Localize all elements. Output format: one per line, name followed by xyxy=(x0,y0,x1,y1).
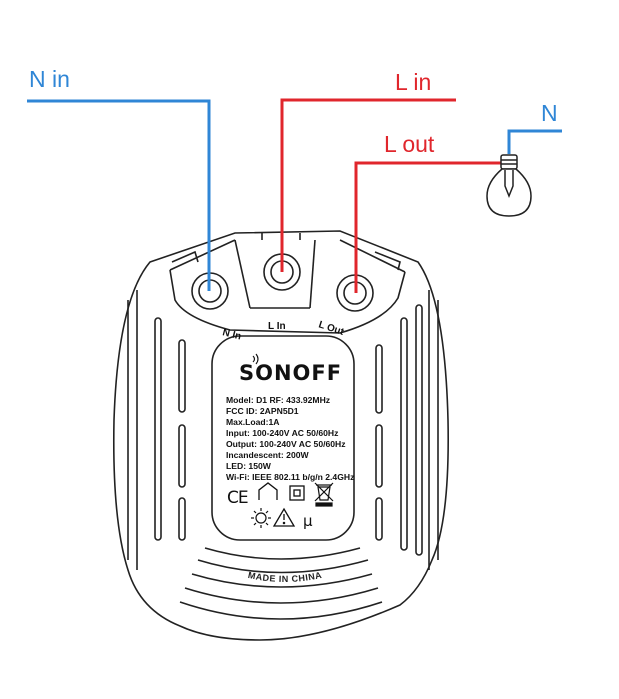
right-vents xyxy=(375,290,439,570)
spec-line-6: LED: 150W xyxy=(226,461,272,471)
light-bulb-icon xyxy=(486,154,532,217)
wifi-icon xyxy=(252,353,259,365)
brand-logo: SONOFF xyxy=(239,361,342,385)
warning-icon xyxy=(272,507,296,527)
wire-label-n-lamp: N xyxy=(541,100,558,126)
ce-mark-icon: CE xyxy=(227,488,248,508)
indoor-use-icon xyxy=(258,482,278,500)
wire-label-l-in: L in xyxy=(395,69,431,95)
wire-n-in xyxy=(27,99,211,291)
spec-line-5: Incandescent: 200W xyxy=(226,450,310,460)
wire-n-lamp xyxy=(507,129,562,154)
spec-line-4: Output: 100-240V AC 50/60Hz xyxy=(226,439,346,449)
label-plate xyxy=(211,335,355,541)
micro-disconnect-icon: μ xyxy=(303,512,313,530)
double-insulation-icon xyxy=(289,485,305,501)
terminal-label-n-in: N In xyxy=(221,327,242,342)
wires xyxy=(27,98,562,293)
spec-line-2: Max.Load:1A xyxy=(226,417,279,427)
terminal-label-l-in: L In xyxy=(268,321,286,332)
wire-label-l-out: L out xyxy=(384,131,435,157)
label-contents: SONOFF Model: D1 RF: 433.92MHz FCC ID: 2… xyxy=(226,353,354,530)
bottom-vents xyxy=(179,547,383,620)
wire-l-in xyxy=(280,98,456,272)
weee-bin-icon xyxy=(314,482,334,507)
wire-label-n-in: N in xyxy=(29,66,70,92)
wire-l-out xyxy=(354,161,503,293)
sun-icon xyxy=(251,508,271,528)
device-outline xyxy=(112,230,449,641)
spec-line-3: Input: 100-240V AC 50/60Hz xyxy=(226,428,338,438)
left-vents xyxy=(127,290,186,570)
terminal-cover xyxy=(169,269,406,334)
spec-line-1: FCC ID: 2APN5D1 xyxy=(226,406,299,416)
made-in-china-label: MADE IN CHINA xyxy=(247,570,323,584)
sonoff-device xyxy=(112,230,449,641)
spec-line-7: Wi-Fi: IEEE 802.11 b/g/n 2.4GHz xyxy=(226,472,354,482)
spec-line-0: Model: D1 RF: 433.92MHz xyxy=(226,395,330,405)
